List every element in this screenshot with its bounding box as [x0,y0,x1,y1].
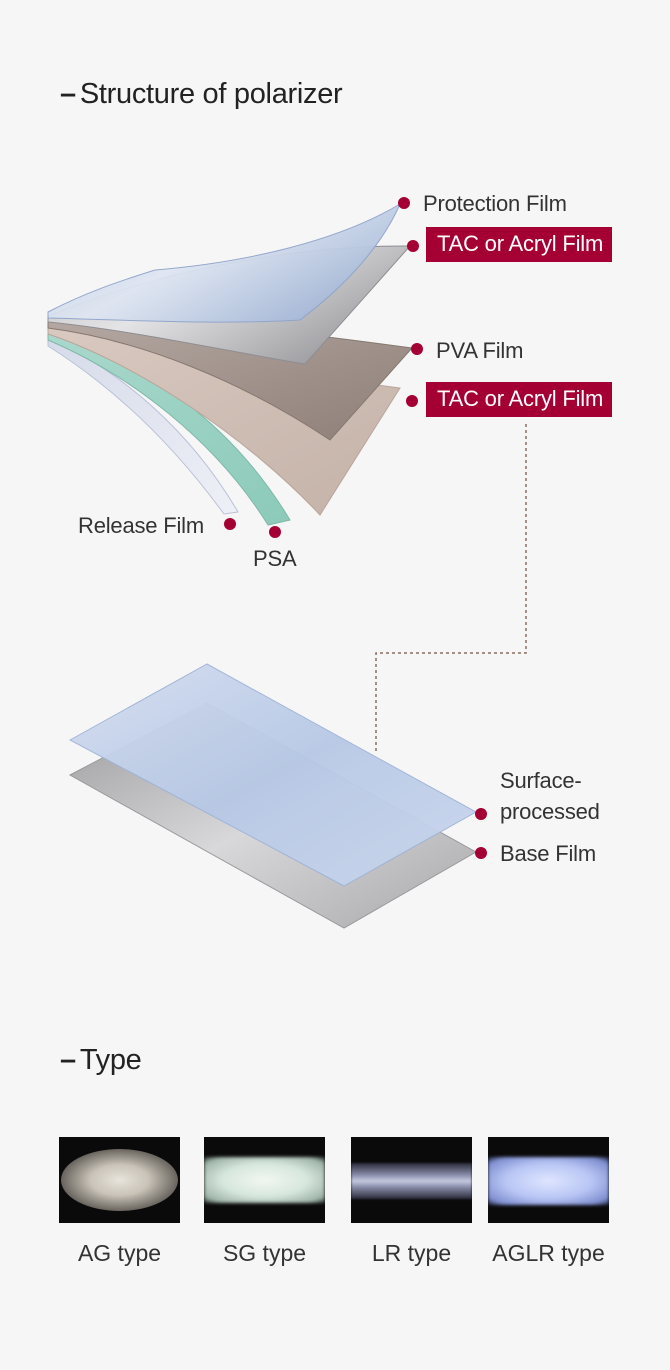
pva-film-label: PVA Film [436,338,524,363]
lr-type-sample-image [351,1137,472,1223]
release-film-layer [47,337,239,515]
release-film-dot [224,518,236,530]
detail-connector-line [375,424,527,752]
tac-bottom-dot [406,395,418,407]
release-film-label: Release Film [78,513,204,538]
tac-bottom-label: TAC or Acryl Film [426,382,613,417]
base-film-dot [475,847,487,859]
pva-film-dot [411,343,423,355]
surface-processed-label-line1: Surface- [500,768,582,793]
protection-film-label: Protection Film [423,191,567,216]
ag-type-sample-image [59,1137,180,1223]
surface-processed-dot [475,808,487,820]
tac-top-label: TAC or Acryl Film [426,227,613,262]
sg-type-sample-image [204,1137,325,1223]
psa-dot [269,526,281,538]
tac-top-dot [407,240,419,252]
base-film-label: Base Film [500,841,596,866]
ag-type-label: AG type [77,1240,162,1266]
aglr-type-label: AGLR type [492,1240,605,1266]
type-section-title: –Type [60,1044,142,1076]
sg-type-label: SG type [222,1240,307,1266]
protection-film-dot [398,197,410,209]
surface-processed-label-line2: processed [500,799,600,824]
structure-section-title: –Structure of polarizer [60,78,343,110]
aglr-type-sample-image [488,1137,609,1223]
polarizer-structure-diagram [47,197,527,929]
psa-label: PSA [253,546,297,571]
lr-type-label: LR type [371,1240,452,1266]
